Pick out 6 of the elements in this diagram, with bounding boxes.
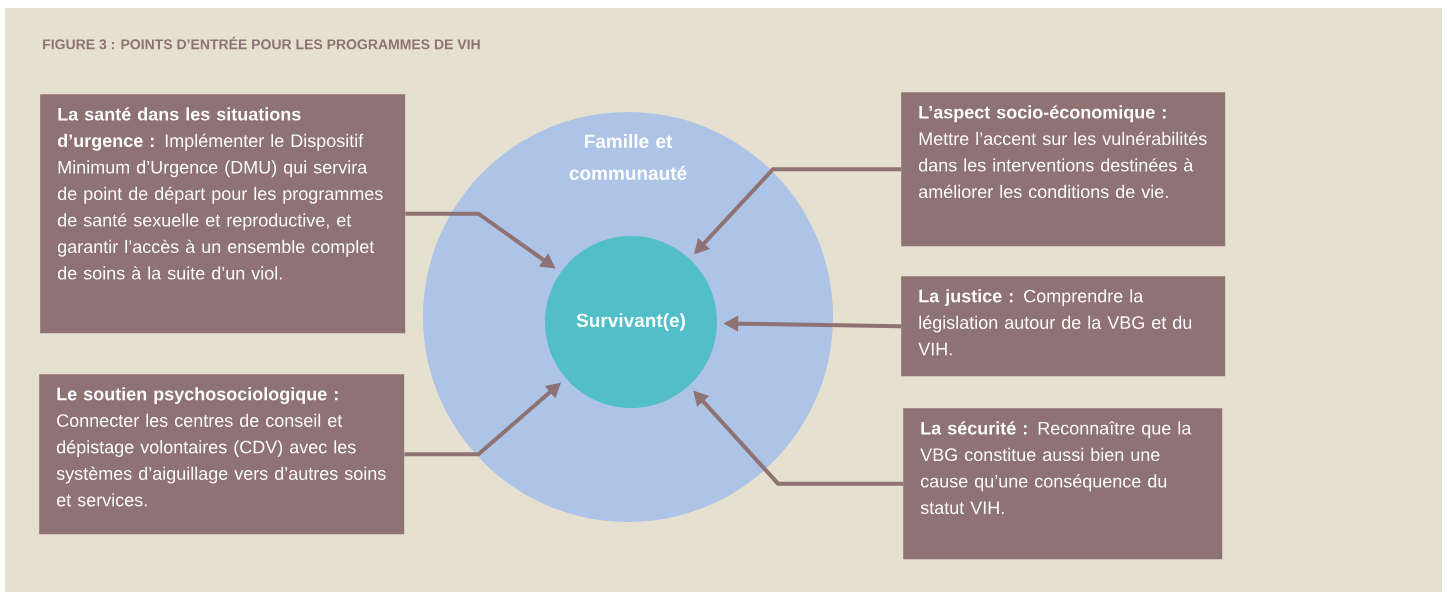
text-box: L’aspect socio-économique : Mettre l’accent sur les vulnérabilités dans les interventions destinées à améliorer les conditions de vie. [901, 92, 1226, 247]
figure-title: FIGURE 3 : POINTS D’ENTRÉE POUR LES PROGRAMMES DE VIH [43, 36, 480, 50]
text-box: La sécurité : Reconnaître que la VBG constitue aussi bien une cause qu’une conséquence du statut VIH. [903, 408, 1223, 560]
text-box: Le soutien psychosociologique : Connecter les centres de conseil et dépistage volontaires (CDV) avec les systèmes d’aiguillage vers d’autres soins et services. [39, 374, 405, 535]
text-box: La justice : Comprendre la législation autour de la VBG et du VIH. [901, 276, 1226, 377]
text-box: La santé dans les situations d’urgence : Implémenter le Dispositif Minimum d’Urgence (DMU) qui servira de point de départ pour les programmes de santé sexuelle et reproductive, et garantir l’accès à un ensemble complet de soins à la suite d’un viol. [40, 94, 406, 334]
